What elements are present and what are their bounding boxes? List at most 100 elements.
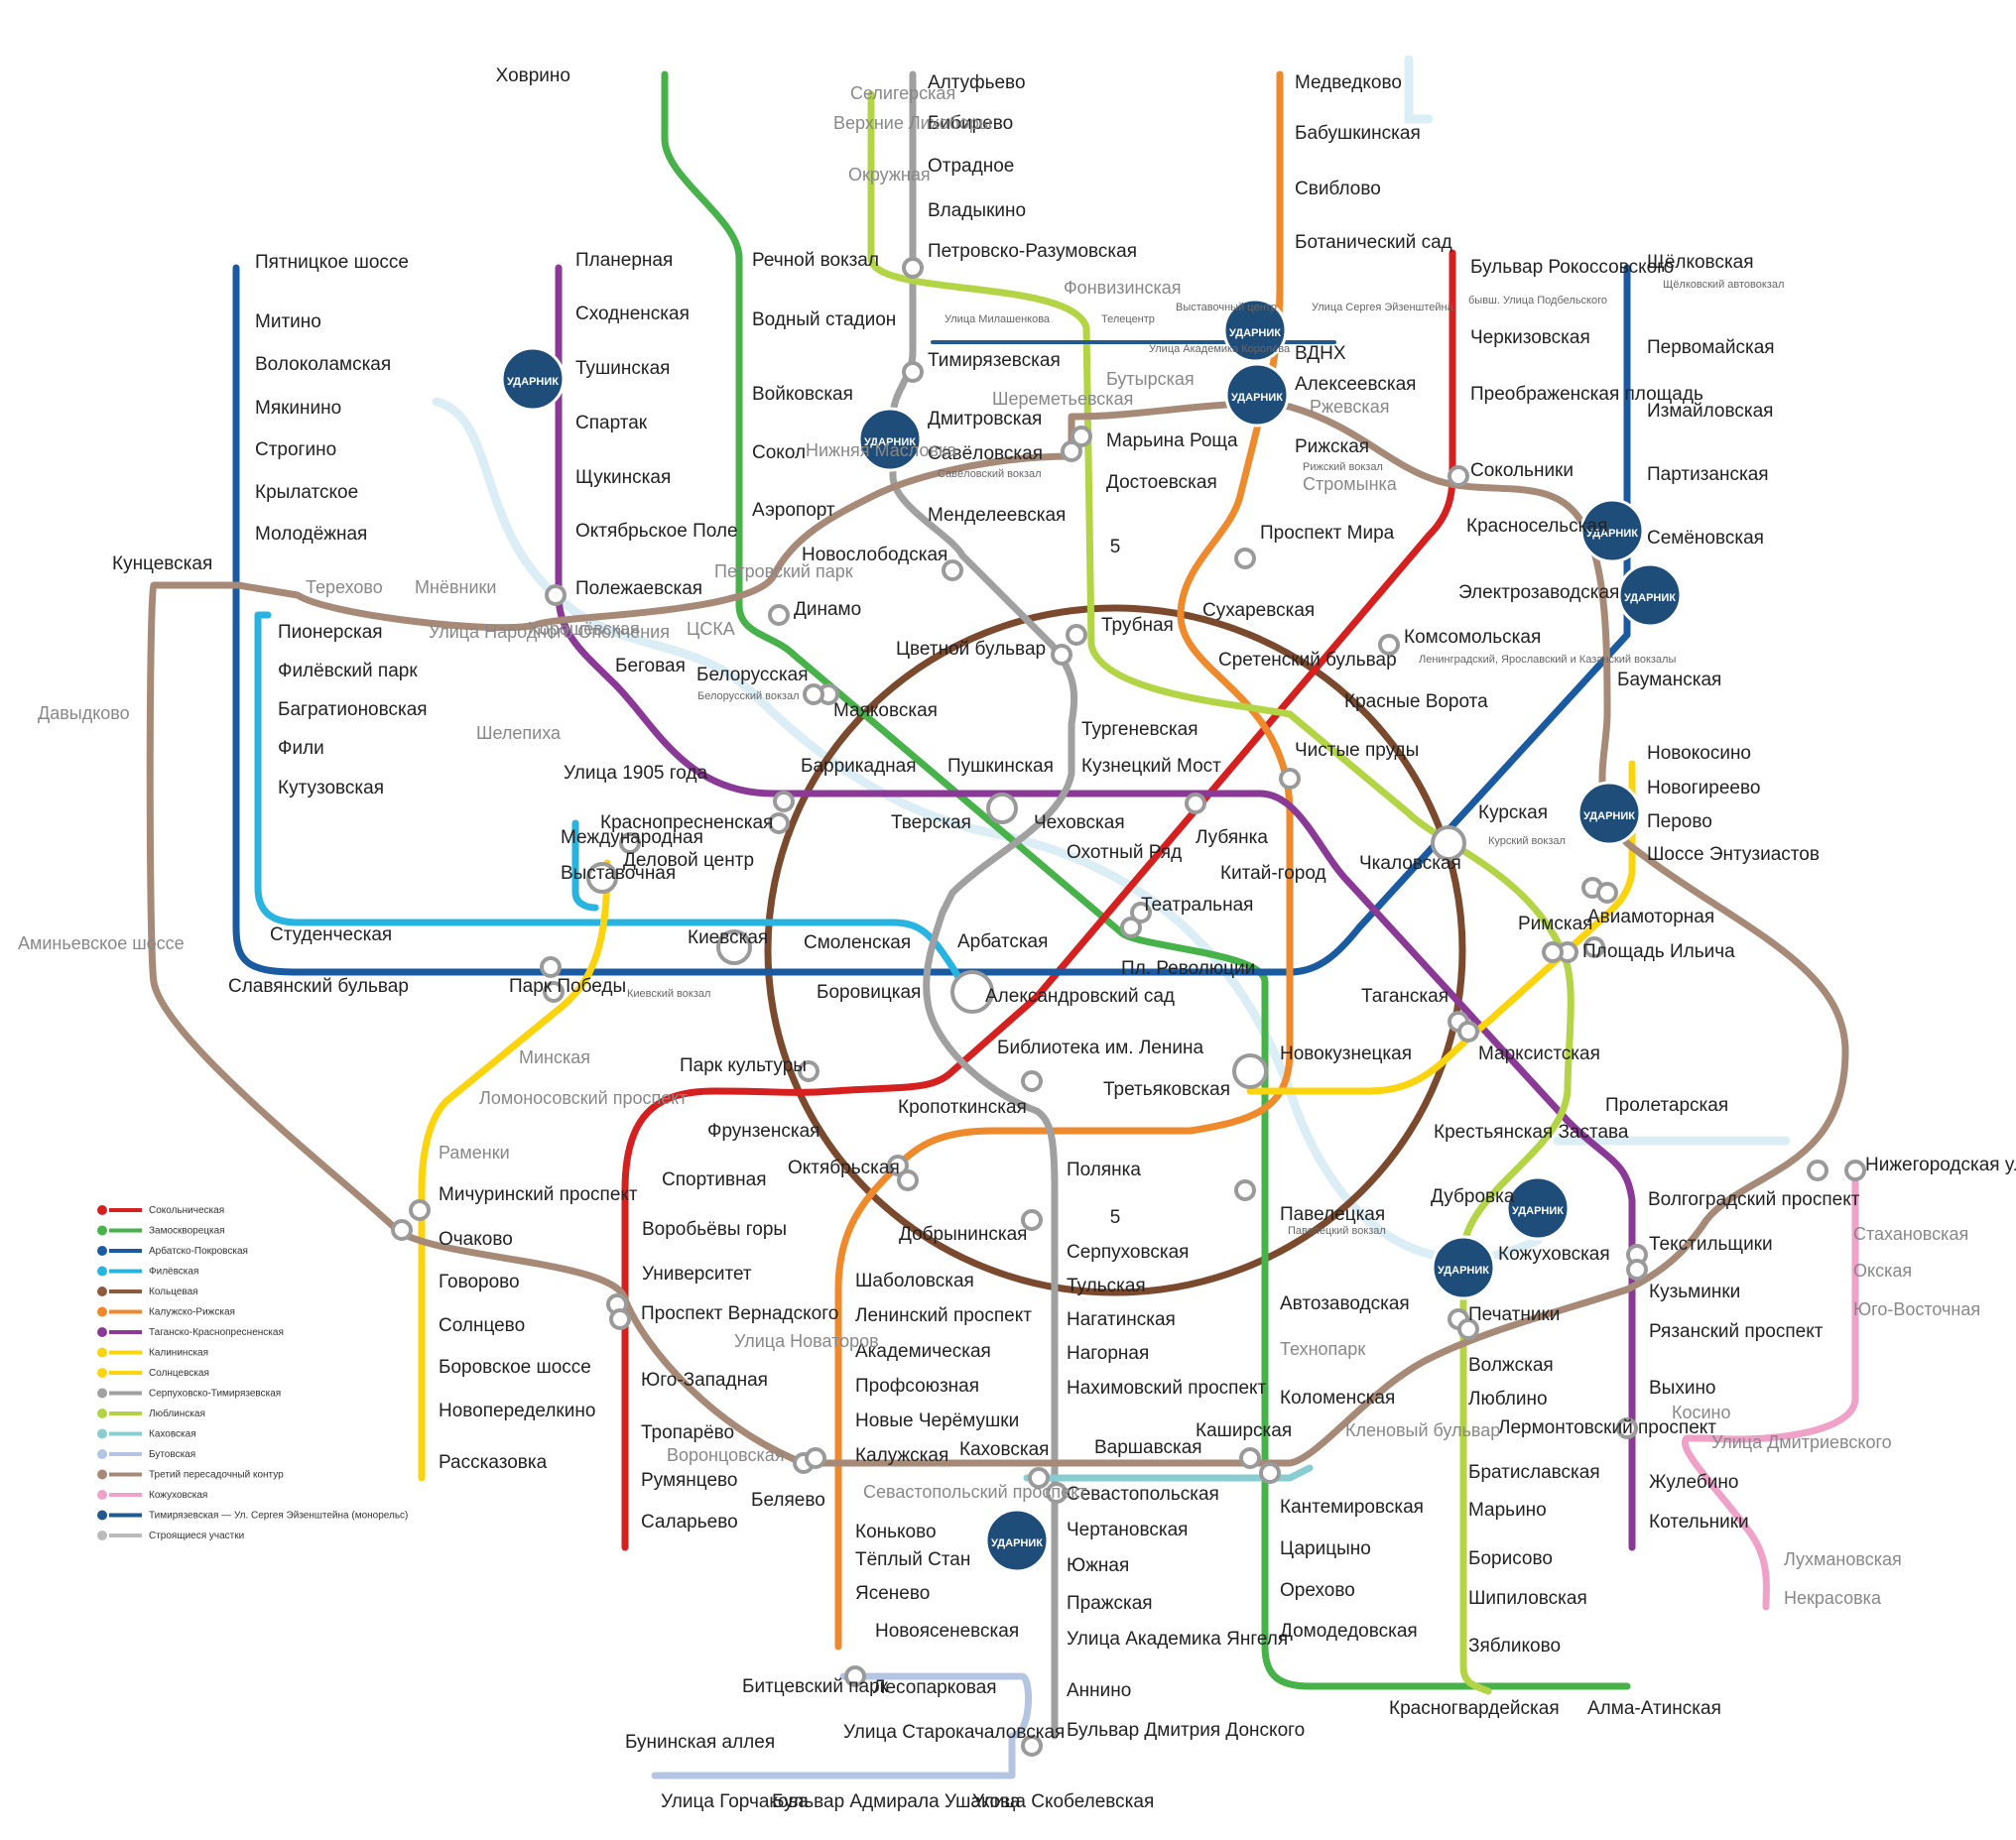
station-label: Нижегородская улица [1865, 1155, 2016, 1175]
station-label: ВДНХ [1295, 343, 1346, 364]
station-label: Улица 1905 года [564, 763, 708, 784]
station-label: Строгино [255, 439, 336, 460]
station-label: Филёвский парк [278, 661, 418, 681]
legend-line-badge [97, 1327, 107, 1337]
legend-line-name: Калужско-Рижская [149, 1307, 235, 1318]
line-5-circle [764, 604, 1466, 1296]
station-label: Чеховская [1034, 812, 1125, 833]
station-label: Тушинская [575, 358, 670, 379]
legend-line-name: Сокольническая [149, 1205, 224, 1216]
station-label: Краснопресненская [600, 812, 773, 833]
station-label: Севастопольский проспект [863, 1482, 1087, 1502]
station-label: Новослободская [802, 545, 947, 565]
legend-line-badge [97, 1428, 107, 1439]
station-label: Молодёжная [255, 524, 367, 545]
station-label: Минская [519, 1047, 590, 1067]
station-label: Рижский вокзал [1303, 461, 1383, 473]
station-label: Международная [561, 827, 703, 848]
station-label: Электрозаводская [1458, 582, 1619, 603]
station-label: Солнцево [439, 1315, 525, 1336]
station-label: Пражская [1067, 1593, 1153, 1614]
station-label: Битцевский парк [742, 1676, 889, 1697]
station-label: Преображенская площадь [1470, 384, 1703, 405]
station-label: Улица Новаторов [734, 1331, 879, 1351]
station-label: Достоевская [1106, 472, 1217, 493]
station-label: Шереметьевская [992, 389, 1133, 409]
station-label: Выставочная [561, 863, 676, 884]
station-label: Лермонтовский проспект [1498, 1417, 1716, 1438]
station-label: бывш. Улица Подбельского [1468, 295, 1607, 307]
station-label: Савёловский вокзал [938, 468, 1042, 480]
station-label: Щёлковская [1647, 252, 1754, 273]
station-label: Митино [255, 311, 321, 332]
station-label: Кропоткинская [898, 1097, 1027, 1118]
station-label: Новопеределкино [439, 1401, 595, 1421]
station-label: Полежаевская [575, 578, 702, 599]
station-label: Дмитровская [928, 409, 1042, 429]
legend-line-name: Люблинская [149, 1408, 205, 1419]
station-label: Третьяковская [1103, 1079, 1230, 1100]
legend-line-badge [97, 1266, 107, 1277]
station-label: Менделеевская [928, 505, 1066, 526]
station-label: Алтуфьево [928, 72, 1026, 93]
station-label: Стахановская [1853, 1224, 1968, 1244]
station-label: Пионерская [278, 622, 383, 643]
station-label: Марьина Роща [1106, 430, 1238, 451]
station-label: Мичуринский проспект [439, 1184, 638, 1205]
line-9-path [889, 70, 1078, 1740]
station-label: Братиславская [1468, 1462, 1600, 1483]
station-label: Севастопольская [1067, 1484, 1219, 1505]
station-label: Тёплый Стан [855, 1549, 970, 1570]
station-label: Выхино [1649, 1378, 1716, 1399]
station-label: Крылатское [255, 482, 358, 503]
station-label: Красносельская [1466, 516, 1607, 537]
station-label: Рязанский проспект [1649, 1321, 1824, 1342]
station-label: Авиамоторная [1587, 907, 1714, 927]
station-label: Фрунзенская [707, 1121, 819, 1142]
station-label: Лубянка [1196, 827, 1268, 848]
station-label: Улица Дмитриевского [1711, 1432, 1892, 1452]
station-label: Кунцевская [112, 553, 212, 574]
legend-line-badge [97, 1388, 107, 1399]
station-label: Кленовый бульвар [1345, 1420, 1500, 1440]
legend-line-name: Филёвская [149, 1267, 198, 1278]
station-label: Тимирязевская [928, 350, 1061, 371]
station-label: Окружная [848, 165, 931, 184]
station-label: Борисово [1468, 1548, 1553, 1569]
station-label: Перово [1647, 811, 1712, 832]
station-label: Петровско-Разумовская [928, 241, 1137, 262]
svg-text:УДАРНИК: УДАРНИК [1512, 1205, 1564, 1217]
legend-line-badge [97, 1469, 107, 1480]
legend-line-badge [97, 1409, 107, 1418]
station-label: Лесопарковая [873, 1677, 997, 1698]
legend-line-name: Солнцевская [149, 1368, 209, 1379]
station-label: Спартак [575, 413, 648, 433]
svg-text:УДАРНИК: УДАРНИК [1231, 392, 1283, 404]
svg-text:УДАРНИК: УДАРНИК [864, 436, 916, 448]
station-label: Дубровка [1431, 1186, 1515, 1207]
station-label: Домодедовская [1280, 1621, 1418, 1642]
station-label: Кузнецкий Мост [1081, 756, 1221, 777]
station-label: Бульвар Дмитрия Донского [1067, 1720, 1305, 1741]
line-3-path [232, 264, 1631, 976]
station-label: Зябликово [1468, 1636, 1561, 1656]
station-label: Каширская [1196, 1420, 1292, 1441]
station-label: Раменки [439, 1143, 510, 1163]
station-label: Улица Сергея Эйзенштейна [1312, 302, 1454, 313]
station-label: Владыкино [928, 200, 1026, 221]
station-label: Деловой центр [623, 850, 754, 871]
station-label: Смоленская [804, 932, 911, 953]
station-label: Римская [1518, 914, 1592, 934]
station-label: Улица Старокачаловская [843, 1722, 1065, 1743]
station-label: Сходненская [575, 304, 690, 324]
station-label: Шаболовская [855, 1271, 974, 1291]
legend-line-badge [97, 1306, 107, 1317]
svg-text:УДАРНИК: УДАРНИК [507, 376, 559, 388]
station-label: Сокольники [1470, 460, 1574, 481]
legend-line-badge [97, 1510, 107, 1521]
station-label: Нагатинская [1067, 1309, 1176, 1330]
station-label: Студенческая [270, 924, 392, 945]
station-label: Сухаревская [1202, 600, 1315, 621]
